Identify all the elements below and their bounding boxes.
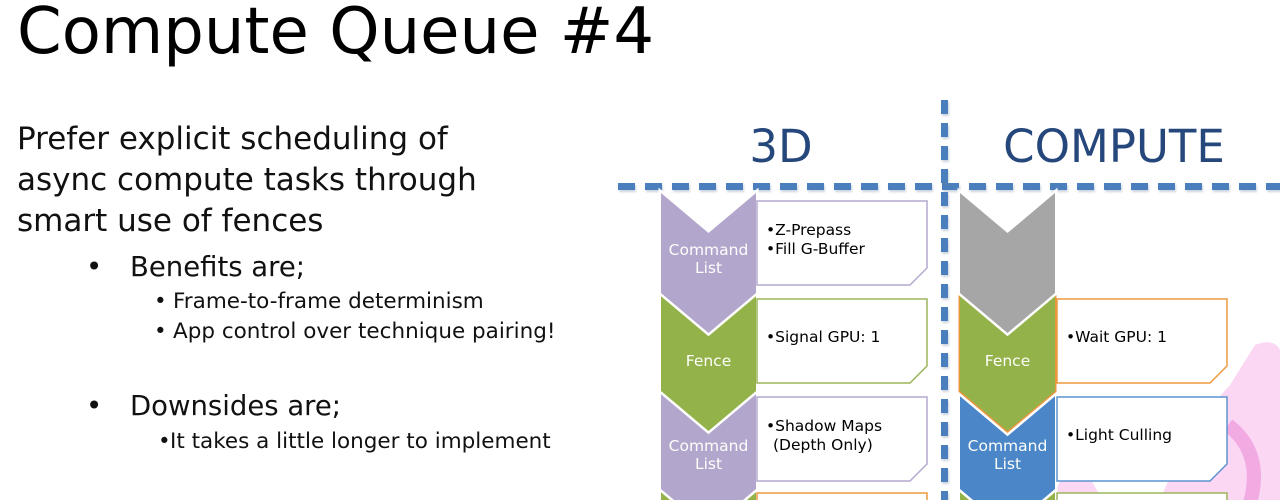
chevron-blank	[957, 187, 1058, 337]
column-header-3d: 3D	[749, 120, 813, 173]
callout-z-prepass: •Z-Prepass •Fill G-Buffer	[756, 200, 928, 286]
intro-line: Prefer explicit scheduling of	[17, 121, 448, 157]
bullet-benefit-item: •App control over technique pairing!	[154, 319, 556, 344]
bullet-downside-item: •It takes a little longer to implement	[158, 429, 551, 454]
bullet-label: It takes a little longer to implement	[170, 429, 551, 454]
chevron-label: Command List	[668, 241, 749, 277]
bullet-label: Benefits are;	[130, 251, 306, 283]
callout-wait-gpu: •Wait GPU: 1	[1056, 298, 1228, 384]
callout-light-culling: •Light Culling	[1056, 396, 1228, 482]
chevron-command-list	[658, 187, 759, 337]
bullet-icon: •	[86, 251, 103, 283]
callout-shape	[756, 396, 928, 482]
bullet-icon: •	[158, 429, 171, 454]
dashed-divider-vertical	[941, 100, 948, 500]
bullet-downsides: • Downsides are;	[86, 390, 341, 422]
bullet-label: Downsides are;	[130, 390, 342, 422]
callout-text: •Light Culling	[1066, 426, 1172, 445]
callout-shape	[756, 492, 928, 500]
callout-shape	[1056, 492, 1228, 500]
callout-text: •Z-Prepass •Fill G-Buffer	[766, 220, 865, 259]
bullet-label: Frame-to-frame determinism	[173, 289, 484, 314]
bullet-icon: •	[86, 390, 103, 422]
intro-paragraph: Prefer explicit scheduling of async comp…	[17, 119, 477, 242]
bullet-label: App control over technique pairing!	[173, 319, 556, 344]
callout-cutoff	[756, 492, 928, 500]
bullet-benefit-item: •Frame-to-frame determinism	[154, 289, 484, 314]
chevron-label: Command List	[967, 437, 1048, 473]
callout-shape	[756, 298, 928, 384]
slide-title: Compute Queue #4	[17, 0, 655, 69]
chevron-label: Fence	[984, 352, 1031, 370]
bullet-icon: •	[154, 319, 167, 344]
chevron-label: Command List	[668, 437, 749, 473]
callout-cutoff	[1056, 492, 1228, 500]
chevron-label: Fence	[685, 352, 732, 370]
callout-shape	[1056, 298, 1228, 384]
callout-shape	[1056, 396, 1228, 482]
intro-line: smart use of fences	[17, 203, 324, 239]
column-header-compute: COMPUTE	[1003, 120, 1225, 173]
callout-text: •Shadow Maps (Depth Only)	[766, 416, 883, 455]
bullet-benefits: • Benefits are;	[86, 251, 305, 283]
dashed-divider-horizontal	[618, 183, 1280, 190]
intro-line: async compute tasks through	[17, 162, 477, 198]
callout-text: •Wait GPU: 1	[1066, 328, 1167, 347]
callout-text: •Signal GPU: 1	[766, 328, 881, 347]
callout-shadow-maps: •Shadow Maps (Depth Only)	[756, 396, 928, 482]
callout-signal-gpu: •Signal GPU: 1	[756, 298, 928, 384]
bullet-icon: •	[154, 289, 167, 314]
callout-shape	[756, 200, 928, 286]
